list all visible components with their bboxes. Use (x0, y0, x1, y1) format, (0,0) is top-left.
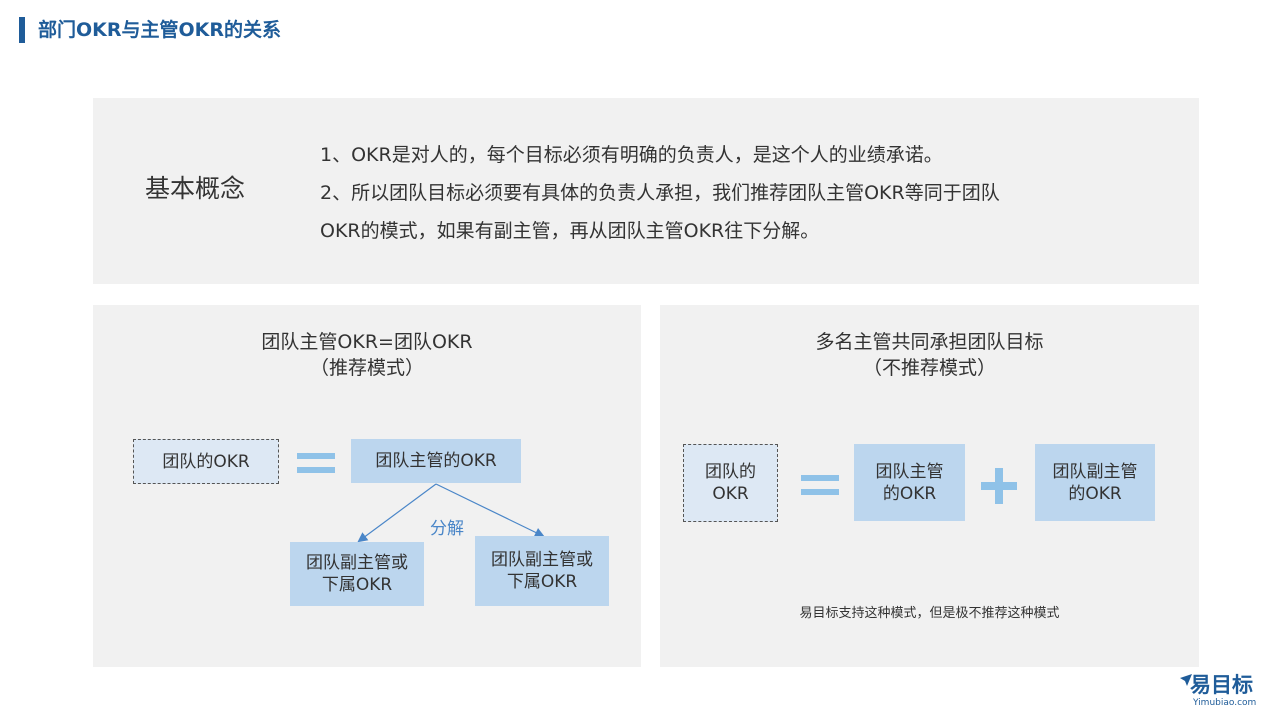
logo-name: 易目标 (1190, 673, 1253, 697)
not-recommended-subheading: （不推荐模式） (862, 357, 996, 379)
recommended-subheading: （推荐模式） (309, 357, 424, 379)
concept-label: 基本概念 (145, 174, 246, 203)
paper-plane-icon (1180, 674, 1192, 686)
equals-icon (297, 453, 335, 481)
lead-okr-box: 团队主管的OKR (351, 439, 521, 483)
decompose-label: 分解 (430, 519, 464, 539)
title-accent-bar (19, 17, 25, 43)
decompose-arrows (357, 483, 545, 543)
decompose-arrow-right (435, 483, 545, 538)
equals-icon (801, 475, 839, 503)
concept-line-3: OKR的模式，如果有副主管，再从团队主管OKR往下分解。 (320, 220, 820, 242)
concept-panel: 基本概念 1、OKR是对人的，每个目标必须有明确的负责人，是这个人的业绩承诺。 … (93, 98, 1199, 284)
sub-okr-box-1: 团队副主管或 下属OKR (290, 542, 424, 606)
page-title: 部门OKR与主管OKR的关系 (38, 19, 282, 41)
lead-okr-box: 团队主管 的OKR (854, 444, 965, 521)
mode-note: 易目标支持这种模式，但是极不推荐这种模式 (799, 606, 1060, 621)
concept-line-2: 2、所以团队目标必须要有具体的负责人承担，我们推荐团队主管OKR等同于团队 (320, 182, 1000, 204)
team-okr-box: 团队的OKR (133, 439, 279, 484)
concept-text: 1、OKR是对人的，每个目标必须有明确的负责人，是这个人的业绩承诺。 2、所以团… (320, 136, 1100, 250)
decompose-arrow-left (357, 483, 437, 543)
deputy-okr-box: 团队副主管 的OKR (1035, 444, 1155, 521)
concept-line-1: 1、OKR是对人的，每个目标必须有明确的负责人，是这个人的业绩承诺。 (320, 144, 943, 166)
not-recommended-heading: 多名主管共同承担团队目标 (815, 331, 1044, 353)
logo-url: Yimubiao.com (1193, 698, 1257, 708)
plus-icon (981, 468, 1017, 504)
brand-logo: 易目标 Yimubiao.com (1180, 670, 1268, 710)
sub-okr-box-2: 团队副主管或 下属OKR (475, 536, 609, 606)
team-okr-box: 团队的 OKR (683, 444, 778, 522)
not-recommended-mode-panel: 多名主管共同承担团队目标 （不推荐模式） 团队的 OKR 团队主管 的OKR 团… (660, 305, 1199, 667)
recommended-heading: 团队主管OKR=团队OKR (261, 331, 473, 353)
recommended-mode-panel: 团队主管OKR=团队OKR （推荐模式） 团队的OKR 团队主管的OKR 分解 … (93, 305, 641, 667)
